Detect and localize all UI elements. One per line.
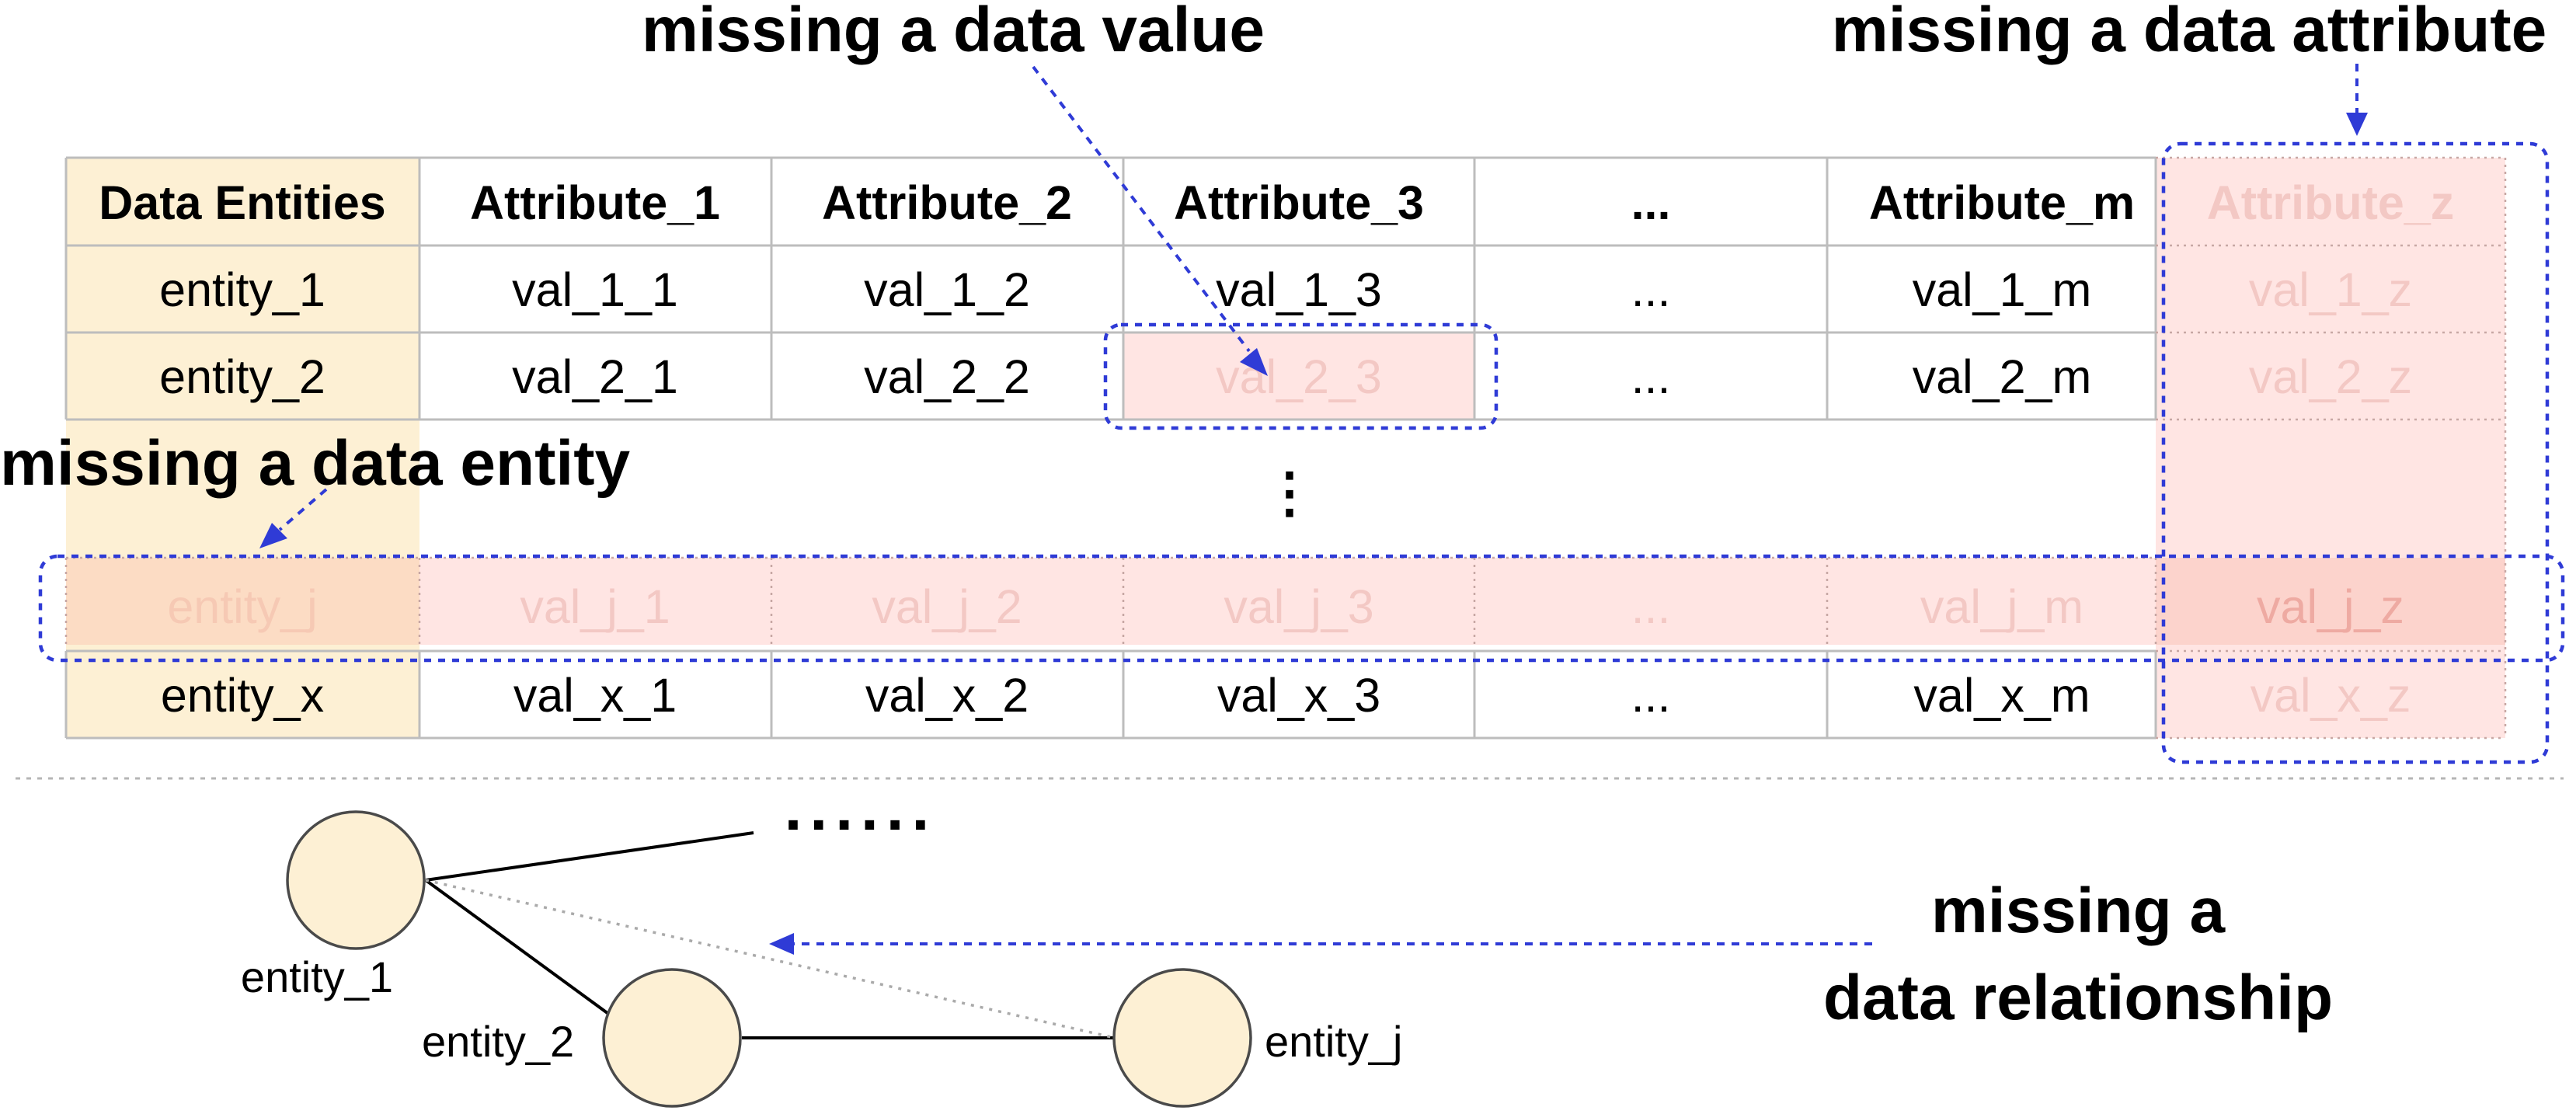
arrow-missing-relationship (769, 933, 1872, 955)
table-grid (64, 156, 2157, 740)
table-header-row: Data Entities Attribute_1 Attribute_2 At… (99, 176, 2454, 229)
edge-entity1-continuation (425, 831, 754, 882)
cell-value-missing: val_j_z (2257, 580, 2404, 633)
cell-value-missing: val_2_3 (1216, 350, 1382, 403)
cell-value: val_2_2 (864, 350, 1030, 403)
node-label-entity-j: entity_j (1265, 1017, 1402, 1066)
header-attribute-z-missing: Attribute_z (2207, 176, 2455, 229)
callout-missing-relationship-line2: data relationship (1823, 963, 2333, 1033)
cell-value-missing: val_1_z (2249, 263, 2412, 316)
cell-value: val_1_2 (864, 263, 1030, 316)
node-entity-2 (602, 968, 742, 1108)
node-label-entity-2: entity_2 (422, 1017, 574, 1066)
table-row: entity_2 val_2_1 val_2_2 val_2_3 ... val… (159, 350, 2412, 403)
missing-value-cell-fill (1123, 332, 1474, 419)
callout-missing-relationship-line1: missing a (1931, 876, 2226, 946)
node-entity-1 (286, 810, 426, 950)
cell-value-missing: val_j_2 (872, 580, 1022, 633)
node-entity-j (1112, 968, 1252, 1108)
header-ellipsis: ... (1631, 176, 1671, 229)
arrow-missing-entity (259, 488, 328, 548)
header-attribute-2: Attribute_2 (822, 176, 1072, 229)
cell-value: val_x_2 (865, 669, 1029, 722)
cell-value-missing: val_j_3 (1224, 580, 1373, 633)
entity-relationship-graph: entity_1 entity_2 entity_j ...... (241, 773, 1402, 1108)
cell-value: val_x_m (1913, 669, 2090, 722)
header-attribute-m: Attribute_m (1869, 176, 2135, 229)
callout-missing-value: missing a data value (642, 0, 1265, 65)
callout-missing-entity: missing a data entity (0, 428, 631, 499)
cell-value: val_x_3 (1217, 669, 1380, 722)
node-label-entity-1: entity_1 (241, 952, 393, 1001)
missing-value-highlight (1103, 322, 1499, 430)
cell-value: val_1_m (1913, 263, 2092, 316)
cell-entity-name: entity_1 (159, 263, 325, 316)
edge-entity1-entityj-missing (425, 879, 1116, 1039)
header-attribute-1: Attribute_1 (470, 176, 720, 229)
cell-value: val_2_1 (512, 350, 678, 403)
missing-attribute-entity-intersection-fill (2156, 558, 2505, 645)
missing-entity-highlight (38, 554, 2565, 663)
cell-value-missing: val_x_z (2251, 669, 2411, 722)
cell-value: val_1_1 (512, 263, 678, 316)
header-attribute-3: Attribute_3 (1174, 176, 1424, 229)
cell-entity-name: entity_x (161, 669, 324, 722)
cell-ellipsis: ... (1631, 263, 1671, 316)
table-row: entity_1 val_1_1 val_1_2 val_1_3 ... val… (159, 263, 2412, 316)
table-row-missing: entity_j val_j_1 val_j_2 val_j_3 ... val… (167, 580, 2404, 633)
cell-ellipsis: ... (1631, 350, 1671, 403)
cell-ellipsis: ... (1631, 669, 1671, 722)
arrow-missing-value (1032, 65, 1268, 376)
cell-entity-name-missing: entity_j (167, 580, 317, 633)
cell-value: val_2_m (1913, 350, 2092, 403)
cell-entity-name: entity_2 (159, 350, 325, 403)
arrow-missing-attribute (2346, 64, 2368, 136)
cell-value-missing: val_j_m (1920, 580, 2083, 633)
row-gap-marker: ⋮ (1262, 462, 1317, 523)
table-row: entity_x val_x_1 val_x_2 val_x_3 ... val… (161, 669, 2411, 722)
cell-ellipsis-missing: ... (1631, 580, 1671, 633)
callout-missing-attribute: missing a data attribute (1832, 0, 2546, 65)
missing-entity-name-fill (66, 558, 419, 645)
cell-value: val_1_3 (1216, 263, 1382, 316)
header-data-entities: Data Entities (99, 176, 386, 229)
graph-ellipsis: ...... (785, 773, 938, 844)
missing-attribute-highlight (2161, 141, 2550, 764)
edge-entity1-entity2 (424, 879, 615, 1019)
cell-value: val_x_1 (513, 669, 677, 722)
cell-value-missing: val_2_z (2249, 350, 2412, 403)
cell-value-missing: val_j_1 (520, 580, 670, 633)
